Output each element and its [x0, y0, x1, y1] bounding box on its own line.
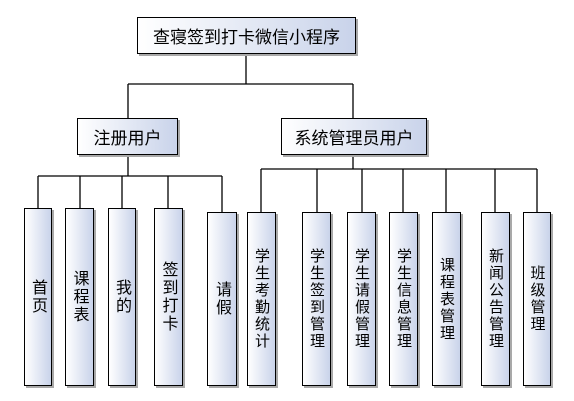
leaf-node-leave-management: 学生请假管理	[347, 212, 376, 386]
leaf-node-label: 学生请假管理	[353, 248, 371, 350]
leaf-node-timetable-management: 课程表管理	[432, 212, 461, 386]
leaf-node-label: 学生签到管理	[308, 248, 326, 350]
leaf-node-check-in: 签到打卡	[154, 208, 183, 386]
leaf-node-label: 请假	[213, 281, 232, 317]
leaf-node-home: 首页	[24, 208, 52, 386]
leaf-node-label: 首页	[29, 279, 48, 315]
group-node-registered-user: 注册用户	[77, 118, 178, 155]
leaf-node-label: 学生考勤统计	[253, 248, 271, 350]
root-node: 查寝签到打卡微信小程序	[137, 17, 356, 54]
leaf-node-student-info-management: 学生信息管理	[389, 212, 418, 386]
root-node-label: 查寝签到打卡微信小程序	[153, 28, 340, 48]
group-node-system-admin: 系统管理员用户	[281, 118, 427, 155]
leaf-node-checkin-management: 学生签到管理	[302, 212, 331, 386]
leaf-node-attendance-stats: 学生考勤统计	[247, 212, 276, 386]
leaf-node-mine: 我的	[108, 208, 136, 386]
leaf-node-label: 新闻公告管理	[487, 248, 505, 350]
leaf-node-news-management: 新闻公告管理	[481, 212, 510, 386]
leaf-node-timetable: 课程表	[65, 208, 94, 386]
leaf-node-label: 我的	[113, 279, 132, 315]
leaf-node-leave: 请假	[207, 212, 237, 386]
leaf-node-label: 课程表	[70, 270, 90, 324]
group-node-label: 系统管理员用户	[294, 129, 414, 149]
leaf-node-label: 签到打卡	[159, 261, 179, 333]
leaf-node-label: 课程表管理	[438, 256, 456, 342]
leaf-node-label: 学生信息管理	[395, 248, 413, 350]
group-node-label: 注册用户	[93, 129, 162, 149]
leaf-node-label: 班级管理	[528, 265, 547, 333]
leaf-node-class-management: 班级管理	[523, 212, 551, 386]
